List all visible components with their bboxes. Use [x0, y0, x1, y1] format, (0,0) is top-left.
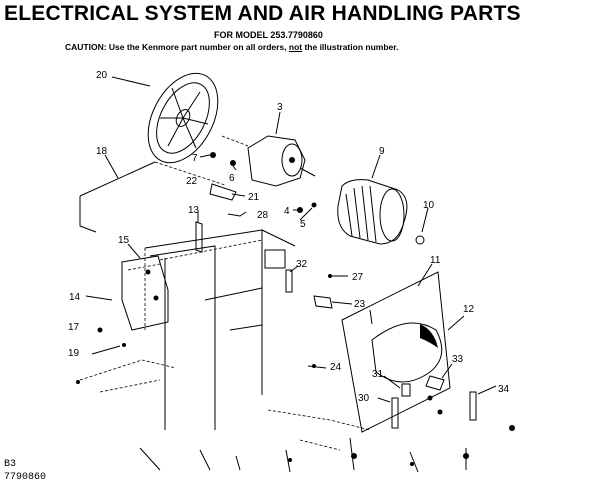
control-bracket-part: [195, 212, 203, 253]
diagram-id: 7790860: [4, 472, 47, 483]
fan-blade-part: [111, 72, 219, 164]
callout-24: 24: [330, 362, 342, 373]
control-box-part: [121, 243, 169, 331]
scroll-housing-part: [341, 263, 451, 433]
lower-wiring: [139, 395, 469, 473]
callout-15: 15: [118, 235, 130, 246]
screw-24-part: [307, 364, 327, 369]
callout-7: 7: [192, 153, 198, 164]
callout-19: 19: [68, 348, 80, 359]
callout-12: 12: [463, 304, 475, 315]
clip-23-part: [313, 295, 353, 309]
callout-21: 21: [248, 192, 260, 203]
model-line: FOR MODEL 253.7790860: [214, 30, 323, 40]
nut-part: [415, 207, 429, 245]
callout-34: 34: [498, 384, 510, 395]
blower-wheel-part: [337, 154, 408, 245]
callout-13: 13: [188, 205, 200, 216]
small-hardware-parts: [199, 152, 317, 221]
thermostat-33-part: [425, 363, 453, 391]
callout-4: 4: [284, 206, 290, 217]
callout-30: 30: [358, 393, 370, 404]
leader-12: [447, 315, 465, 331]
caution-note: CAUTION: Use the Kenmore part number on …: [65, 42, 398, 52]
caution-suffix: the illustration number.: [302, 42, 399, 52]
bracket-30-part: [377, 397, 399, 429]
page-code: B3: [4, 459, 17, 470]
callout-23: 23: [354, 299, 366, 310]
screw-17-part: [97, 327, 103, 333]
callout-3: 3: [277, 102, 283, 113]
callout-11: 11: [430, 255, 441, 266]
clip-19-part: [91, 343, 126, 355]
chassis-part: [144, 229, 296, 430]
callout-9: 9: [379, 146, 385, 157]
screw-27-part: [328, 274, 348, 278]
callout-18: 18: [96, 146, 108, 157]
callout-20: 20: [96, 70, 108, 81]
callout-10: 10: [423, 200, 435, 211]
callout-5: 5: [300, 219, 306, 230]
callout-14: 14: [69, 292, 81, 303]
lower-left-wiring: [76, 359, 177, 393]
callout-6: 6: [229, 173, 235, 184]
bracket-31-part: [383, 375, 411, 397]
caution-emphasis: not: [288, 42, 303, 52]
callout-33: 33: [452, 354, 464, 365]
bracket-32-part: [285, 265, 299, 293]
callout-22: 22: [186, 176, 198, 187]
callout-28: 28: [257, 210, 269, 221]
caution-prefix: CAUTION: Use the Kenmore part number on …: [65, 42, 289, 52]
callout-17: 17: [68, 322, 80, 333]
bracket-34-part: [437, 385, 515, 431]
motor-part: [221, 111, 316, 187]
page-title: ELECTRICAL SYSTEM AND AIR HANDLING PARTS: [4, 2, 521, 25]
leader-14: [85, 295, 113, 301]
cover-panel-part: [79, 154, 226, 233]
callout-31: 31: [372, 369, 384, 380]
callout-27: 27: [352, 272, 364, 283]
callout-32: 32: [296, 259, 308, 270]
